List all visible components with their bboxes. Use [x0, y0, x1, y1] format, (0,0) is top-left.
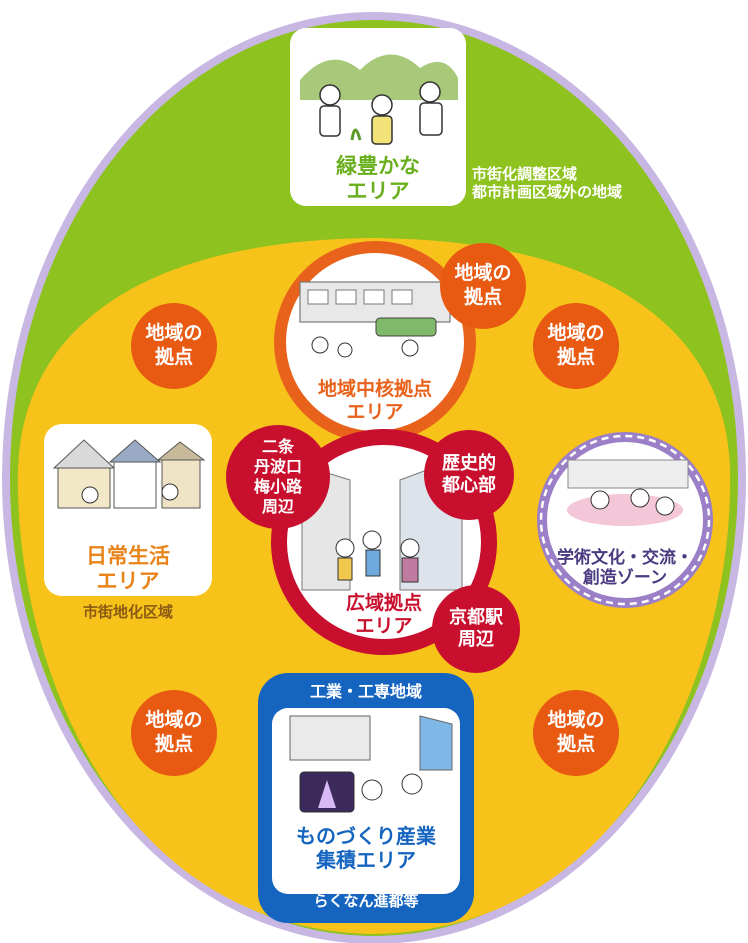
- nijo-hub: 二条 丹波口 梅小路 周辺: [226, 425, 330, 529]
- regional-hub-bottom-left: 地域の 拠点: [131, 690, 217, 776]
- regional-hub-right: 地域の 拠点: [533, 303, 619, 389]
- regional-hub-bottom-right: 地域の 拠点: [533, 690, 619, 776]
- regional-hub-top-right: 地域の 拠点: [440, 243, 526, 329]
- kyoto-station-hub: 京都駅 周辺: [432, 585, 520, 673]
- green-area-label: 緑豊かな エリア: [336, 154, 420, 204]
- farmers-illustration: [300, 54, 458, 145]
- industry-bottom-label: らくなん進都等: [313, 892, 419, 910]
- regional-hub-left: 地域の 拠点: [131, 303, 217, 389]
- industry-top-label: 工業・工専地域: [309, 682, 422, 701]
- cafe-illustration: [567, 459, 689, 526]
- houses-illustration: [52, 439, 206, 509]
- industry-label: ものづくり産業 集積エリア: [296, 824, 436, 872]
- factory-illustration: [289, 715, 453, 813]
- wide-area-label: 広域拠点 エリア: [345, 592, 422, 637]
- academic-zone-dash: [539, 434, 711, 606]
- regional-core-label: 地域中核拠点 エリア: [317, 378, 432, 423]
- historic-center-hub: 歴史的 都心部: [424, 430, 514, 520]
- daily-life-label: 日常生活 エリア: [86, 544, 170, 594]
- outer-zone-note: 市街化調整区域 都市計画区域外の地域: [472, 165, 623, 201]
- academic-zone-label: 学術文化・交流・ 創造ゾーン: [557, 548, 693, 589]
- station-illustration: [299, 281, 451, 358]
- urban-zone-note: 市街地化区域: [82, 603, 173, 621]
